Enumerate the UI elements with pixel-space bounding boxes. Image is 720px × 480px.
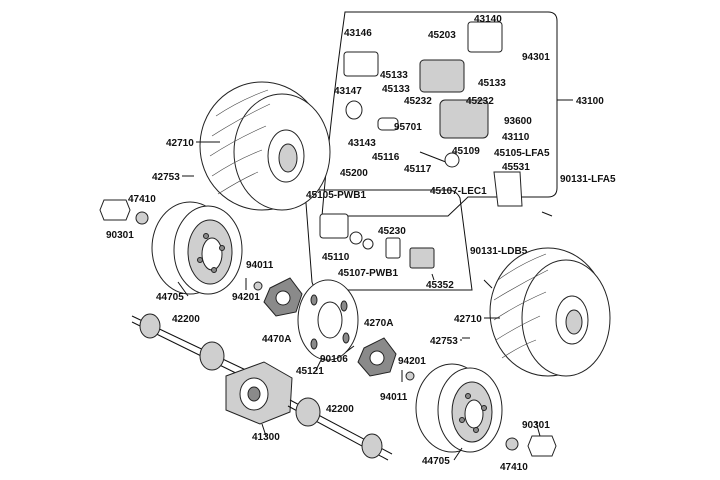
label-43147: 43147 (334, 86, 362, 97)
label-45133-a: 45133 (380, 70, 408, 81)
label-45107-lec1: 45107-LEC1 (430, 186, 487, 197)
caliper-kit (319, 213, 435, 269)
label-45230: 45230 (378, 226, 406, 237)
label-43143: 43143 (348, 138, 376, 149)
label-45200: 45200 (340, 168, 368, 179)
label-45203: 45203 (428, 30, 456, 41)
leader-lines (177, 141, 541, 461)
label-45105-lfa5: 45105-LFA5 (494, 148, 550, 159)
label-42753-b: 42753 (430, 336, 458, 347)
label-90301-b: 90301 (522, 420, 550, 431)
label-42710-a: 42710 (166, 138, 194, 149)
wheel-hub-lower (357, 337, 397, 377)
label-94011-b: 94011 (380, 392, 408, 403)
label-42200-b: 42200 (326, 404, 354, 415)
label-45352: 45352 (426, 280, 454, 291)
axle-shaft-upper (131, 313, 251, 379)
label-45105-pwb1: 45105-PWB1 (306, 190, 366, 201)
rear-tire-lower (489, 247, 611, 377)
label-44705-b: 44705 (422, 456, 450, 467)
label-42753-a: 42753 (152, 172, 180, 183)
label-41300: 41300 (252, 432, 280, 443)
label-45107-pwb1: 45107-PWB1 (338, 268, 398, 279)
label-90106: 90106 (320, 354, 348, 365)
label-94301: 94301 (522, 52, 550, 63)
label-43110: 43110 (502, 132, 530, 143)
label-90131-ldb5: 90131-LDB5 (470, 246, 528, 257)
caliper-upper (343, 21, 523, 207)
label-43146: 43146 (344, 28, 372, 39)
axle-shaft-lower (287, 397, 393, 461)
label-90131-lfa5: 90131-LFA5 (560, 174, 616, 185)
label-45232-a: 45232 (404, 96, 432, 107)
hardware-pieces (99, 175, 557, 457)
label-43100: 43100 (576, 96, 604, 107)
label-90301-a: 90301 (106, 230, 134, 241)
label-94011-a: 94011 (246, 260, 274, 271)
label-45133-c: 45133 (382, 84, 410, 95)
label-45531: 45531 (502, 162, 530, 173)
brake-disc (297, 279, 359, 361)
label-42200-a: 42200 (172, 314, 200, 325)
label-4470a: 4470A (262, 334, 291, 345)
final-drive (225, 361, 293, 425)
wheel-rim-lower (415, 363, 503, 453)
caliper-group-frame (321, 11, 558, 217)
label-42710-b: 42710 (454, 314, 482, 325)
label-94201-a: 94201 (232, 292, 260, 303)
label-47410-a: 47410 (128, 194, 156, 205)
label-47410-b: 47410 (500, 462, 528, 473)
label-45232-b: 45232 (466, 96, 494, 107)
label-45109: 45109 (452, 146, 480, 157)
label-94201-b: 94201 (398, 356, 426, 367)
part-number-labels: 43140 45203 94301 43146 45133 45133 4513… (106, 14, 616, 473)
label-44705-a: 44705 (156, 292, 184, 303)
label-45133-b: 45133 (478, 78, 506, 89)
label-93600: 93600 (504, 116, 532, 127)
label-45117: 45117 (404, 164, 432, 175)
wheel-hub-upper (263, 277, 303, 317)
wheel-rim-upper (151, 201, 243, 295)
label-45121: 45121 (296, 366, 324, 377)
label-4270a: 4270A (364, 318, 393, 329)
label-43140: 43140 (474, 14, 502, 25)
label-45110: 45110 (322, 252, 350, 263)
label-45116: 45116 (372, 152, 400, 163)
rear-tire-upper (199, 81, 331, 211)
label-95701: 95701 (394, 122, 422, 133)
